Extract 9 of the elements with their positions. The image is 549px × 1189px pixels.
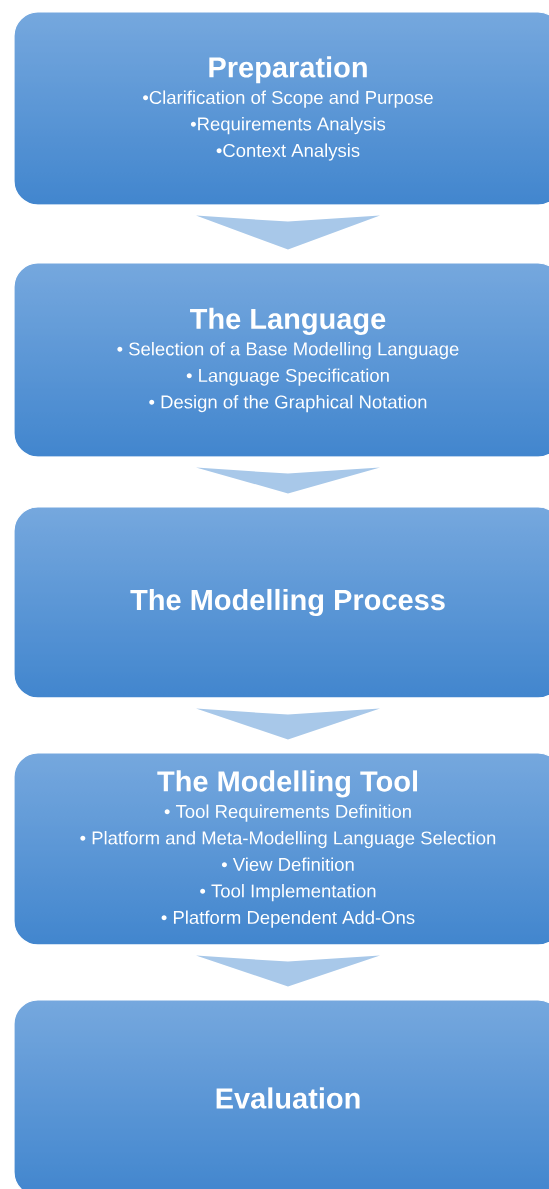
stage-box: The Modelling Process (13, 506, 549, 699)
stage-box: The Language • Selection of a Base Modelling Language • Language Specification • Design of the Graphical Notation (13, 262, 549, 458)
arrow (196, 955, 380, 987)
arrow (196, 708, 380, 740)
arrow (196, 215, 380, 250)
arrow (196, 467, 380, 494)
stage-box: Preparation •Clarification of Scope and Purpose •Requirements Analysis •Context Analysis (13, 11, 549, 206)
stage-box: Evaluation (13, 999, 549, 1189)
stage-box: The Modelling Tool • Tool Requirements Definition • Platform and Meta-Modelling Language Selection • View Definition • Tool Implementation • Platform Dependent Add-Ons (13, 752, 549, 946)
